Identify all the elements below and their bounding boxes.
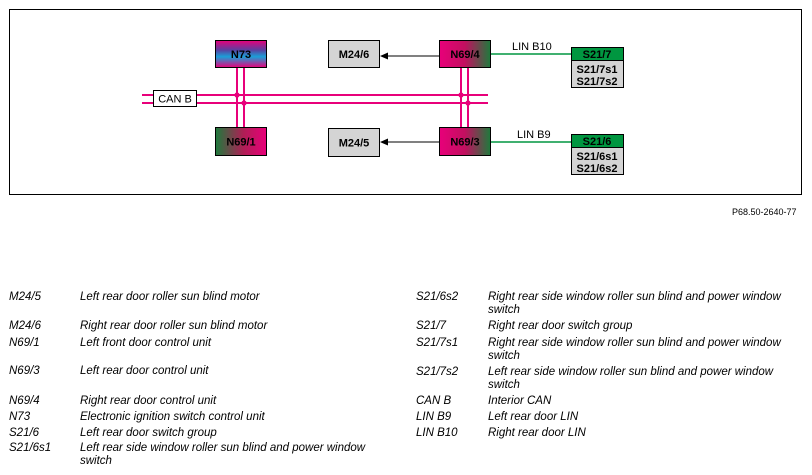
diagram-frame	[9, 9, 802, 195]
motor-m24-6: M24/6	[328, 40, 380, 68]
can-b-label: CAN B	[153, 90, 197, 107]
legend-description: Right rear side window roller sun blind …	[488, 291, 781, 316]
legend-description: Electronic ignition switch control unit	[80, 411, 265, 423]
svg-text:N69/1: N69/1	[226, 137, 255, 149]
legend-code: M24/5	[9, 291, 41, 303]
legend-code: CAN B	[416, 395, 452, 407]
legend-code: N73	[9, 411, 31, 423]
svg-text:S21/7s1: S21/7s1	[577, 64, 618, 76]
svg-text:M24/6: M24/6	[339, 49, 370, 61]
legend-code: N69/4	[9, 395, 40, 407]
legend-right-column: S21/6s2 Right rear side window roller su…	[416, 291, 806, 471]
legend-description: Right rear side window roller sun blind …	[488, 337, 781, 362]
legend-code: S21/7s1	[416, 337, 459, 349]
svg-text:LIN B9: LIN B9	[517, 129, 551, 141]
module-n69-1: N69/1	[215, 127, 267, 156]
legend-description: Right rear door LIN	[488, 427, 586, 439]
legend-description: Right rear door switch group	[488, 320, 633, 332]
module-n69-3: N69/3	[439, 127, 491, 156]
legend-code: S21/6s2	[416, 291, 459, 303]
svg-text:N69/3: N69/3	[450, 137, 479, 149]
legend-description: Interior CAN	[488, 395, 552, 407]
svg-text:CAN B: CAN B	[158, 94, 192, 106]
svg-text:N73: N73	[231, 49, 251, 61]
svg-text:S21/7: S21/7	[583, 49, 612, 61]
switch-group-s21-6: S21/6 S21/6s1 S21/6s2	[571, 134, 624, 175]
legend-description: Left rear door LIN	[488, 411, 579, 423]
arrow-n69-3-to-m24-5	[380, 138, 439, 146]
legend-code: N69/3	[9, 365, 40, 377]
legend-description: Left rear door roller sun blind motor	[80, 291, 260, 303]
legend-code: S21/7	[416, 320, 447, 332]
svg-text:N69/4: N69/4	[450, 49, 480, 61]
module-n73: N73	[215, 40, 267, 68]
svg-text:S21/6s2: S21/6s2	[577, 163, 618, 175]
svg-text:M24/5: M24/5	[339, 138, 370, 150]
arrow-n69-4-to-m24-6	[380, 52, 439, 60]
reference-code: P68.50-2640-77	[732, 207, 797, 217]
module-n69-4: N69/4	[439, 40, 491, 68]
legend-left-column: M24/5 Left rear door roller sun blind mo…	[9, 291, 409, 471]
legend-code: LIN B10	[416, 427, 458, 439]
legend-code: LIN B9	[416, 411, 452, 423]
legend-code: S21/7s2	[416, 366, 459, 378]
lin-b10-line: LIN B10	[491, 41, 571, 55]
wiring-diagram: CAN B N73 N69/1 N69/4 N69/3 M24/6 M24/5	[9, 9, 802, 195]
switch-group-s21-7: S21/7 S21/7s1 S21/7s2	[571, 47, 624, 88]
legend-description: Left rear door switch group	[80, 427, 217, 439]
legend-code: M24/6	[9, 320, 41, 332]
can-b-bus	[142, 67, 488, 128]
legend-description: Right rear door control unit	[80, 395, 217, 407]
lin-b9-line: LIN B9	[491, 129, 571, 143]
motor-m24-5: M24/5	[328, 128, 380, 157]
legend-description: Left rear side window roller sun blind a…	[80, 442, 366, 467]
svg-text:S21/6: S21/6	[583, 136, 612, 148]
legend-description: Right rear door roller sun blind motor	[80, 320, 268, 332]
legend-code: N69/1	[9, 337, 40, 349]
legend-code: S21/6	[9, 427, 40, 439]
svg-text:S21/6s1: S21/6s1	[577, 151, 618, 163]
legend-description: Left rear door control unit	[80, 365, 209, 377]
legend-description: Left front door control unit	[80, 337, 212, 349]
legend-description: Left rear side window roller sun blind a…	[488, 366, 774, 391]
svg-text:LIN B10: LIN B10	[512, 41, 552, 53]
legend-code: S21/6s1	[9, 442, 52, 454]
svg-text:S21/7s2: S21/7s2	[577, 76, 618, 88]
